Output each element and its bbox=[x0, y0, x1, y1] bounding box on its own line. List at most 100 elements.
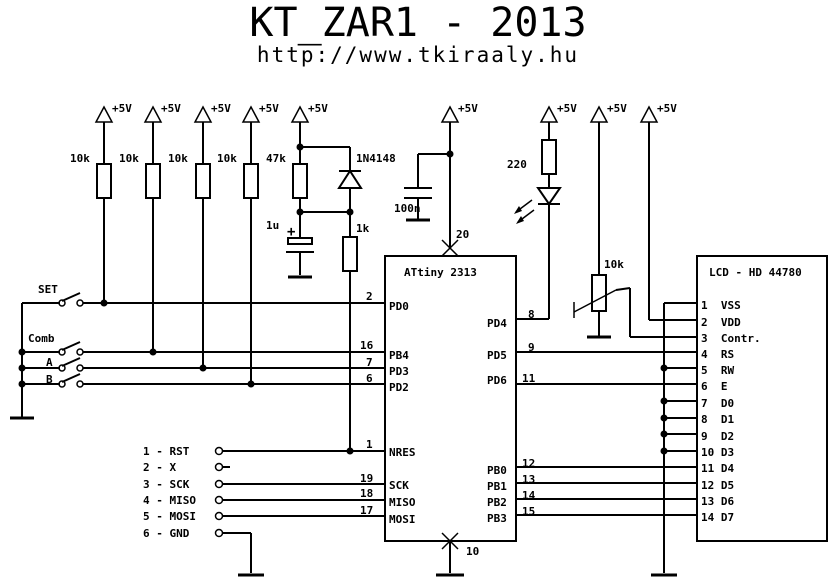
svg-text:11: 11 bbox=[522, 372, 536, 385]
svg-text:2 VDD: 2 VDD bbox=[701, 316, 741, 329]
svg-text:1k: 1k bbox=[356, 222, 370, 235]
lcd-signals bbox=[516, 302, 697, 577]
resistor-220 bbox=[541, 139, 557, 175]
svg-text:20: 20 bbox=[456, 228, 469, 241]
svg-text:PB3: PB3 bbox=[487, 512, 507, 525]
svg-text:7 D0: 7 D0 bbox=[701, 397, 734, 410]
svg-text:10: 10 bbox=[466, 545, 479, 558]
svg-text:MOSI: MOSI bbox=[389, 513, 416, 526]
svg-text:1: 1 bbox=[366, 438, 373, 451]
svg-text:7: 7 bbox=[366, 356, 373, 369]
vcc-a-resistor: +5V bbox=[193, 102, 231, 164]
svg-text:10k: 10k bbox=[70, 152, 90, 165]
vcc-reset: +5V bbox=[290, 102, 328, 164]
svg-text:+5V: +5V bbox=[607, 102, 627, 115]
resistor-reset bbox=[292, 163, 308, 199]
svg-text:MISO: MISO bbox=[389, 496, 416, 509]
svg-text:14: 14 bbox=[522, 489, 536, 502]
svg-text:14 D7: 14 D7 bbox=[701, 511, 734, 524]
vcc-pot: +5V bbox=[589, 102, 627, 275]
svg-text:220: 220 bbox=[507, 158, 527, 171]
svg-text:PB1: PB1 bbox=[487, 480, 507, 493]
pullup-resistors: 10k 10k 10k 10k 47k bbox=[70, 152, 308, 384]
capacitor-1u bbox=[287, 237, 313, 245]
svg-text:+: + bbox=[287, 224, 295, 240]
svg-text:12: 12 bbox=[522, 457, 535, 470]
vcc-led: +5V bbox=[539, 102, 577, 140]
svg-text:PD2: PD2 bbox=[389, 381, 409, 394]
switches: SET Comb A B bbox=[10, 283, 385, 420]
lcd-module: LCD - HD 44780 1 VSS 2 VDD 3 Contr. 4 RS… bbox=[696, 255, 828, 542]
svg-text:2 - X: 2 - X bbox=[143, 461, 176, 474]
svg-text:B: B bbox=[46, 373, 53, 386]
svg-text:17: 17 bbox=[360, 504, 373, 517]
resistor-1k bbox=[342, 236, 358, 272]
svg-text:+5V: +5V bbox=[657, 102, 677, 115]
svg-text:+5V: +5V bbox=[308, 102, 328, 115]
svg-text:10k: 10k bbox=[168, 152, 188, 165]
svg-text:13: 13 bbox=[522, 473, 535, 486]
svg-text:LCD - HD 44780: LCD - HD 44780 bbox=[709, 266, 802, 279]
website-url: http://www.tkiraaly.hu bbox=[257, 43, 579, 67]
svg-text:4 RS: 4 RS bbox=[701, 348, 734, 361]
svg-text:1N4148: 1N4148 bbox=[356, 152, 396, 165]
svg-text:+5V: +5V bbox=[161, 102, 181, 115]
svg-text:1 VSS: 1 VSS bbox=[701, 299, 741, 312]
svg-text:ATtiny 2313: ATtiny 2313 bbox=[404, 266, 477, 279]
svg-text:NRES: NRES bbox=[389, 446, 416, 459]
svg-text:10k: 10k bbox=[119, 152, 139, 165]
vcc-lcd: +5V bbox=[639, 102, 697, 321]
resistor-comb bbox=[145, 163, 161, 199]
svg-text:10k: 10k bbox=[217, 152, 237, 165]
svg-text:16: 16 bbox=[360, 339, 374, 352]
svg-text:PB2: PB2 bbox=[487, 496, 507, 509]
svg-text:5 RW: 5 RW bbox=[701, 364, 734, 377]
resistor-set bbox=[96, 163, 112, 199]
svg-text:Comb: Comb bbox=[28, 332, 55, 345]
supply-symbols: +5V +5V +5V +5V +5V +5V bbox=[94, 102, 697, 321]
svg-text:11 D4: 11 D4 bbox=[701, 462, 734, 475]
svg-text:4 - MISO: 4 - MISO bbox=[143, 494, 196, 507]
svg-text:2: 2 bbox=[366, 290, 373, 303]
led-indicator: 220 bbox=[507, 139, 562, 320]
vcc-b-resistor: +5V bbox=[241, 102, 279, 164]
vcc-comb-resistor: +5V bbox=[143, 102, 181, 164]
svg-text:47k: 47k bbox=[266, 152, 286, 165]
svg-text:6 E: 6 E bbox=[701, 380, 728, 393]
svg-text:PD6: PD6 bbox=[487, 374, 507, 387]
mcu-attiny2313: ATtiny 2313 20 10 2 PD0 16 PB4 7 PD3 6 P… bbox=[360, 228, 536, 577]
vcc-set-resistor: +5V bbox=[94, 102, 132, 164]
svg-text:6: 6 bbox=[366, 372, 373, 385]
svg-text:12 D5: 12 D5 bbox=[701, 479, 734, 492]
svg-text:A: A bbox=[46, 356, 53, 369]
svg-text:+5V: +5V bbox=[557, 102, 577, 115]
svg-text:18: 18 bbox=[360, 487, 373, 500]
svg-text:10k: 10k bbox=[604, 258, 624, 271]
svg-text:PB4: PB4 bbox=[389, 349, 409, 362]
svg-text:1u: 1u bbox=[266, 219, 279, 232]
svg-text:SCK: SCK bbox=[389, 479, 409, 492]
isp-connector: 1 - RST 2 - X 3 - SCK 4 - MISO 5 - MOSI … bbox=[143, 445, 385, 577]
decoupling-cap: 100n bbox=[394, 150, 454, 222]
svg-text:13 D6: 13 D6 bbox=[701, 495, 734, 508]
svg-text:PD0: PD0 bbox=[389, 300, 409, 313]
svg-text:5 - MOSI: 5 - MOSI bbox=[143, 510, 196, 523]
svg-text:PD3: PD3 bbox=[389, 365, 409, 378]
svg-text:+5V: +5V bbox=[112, 102, 132, 115]
svg-text:PD4: PD4 bbox=[487, 317, 507, 330]
svg-text:3 - SCK: 3 - SCK bbox=[143, 478, 190, 491]
schematic-title: KT_ZAR1 - 2013 bbox=[249, 0, 586, 46]
svg-text:1 - RST: 1 - RST bbox=[143, 445, 190, 458]
svg-text:+5V: +5V bbox=[458, 102, 478, 115]
svg-text:8 D1: 8 D1 bbox=[701, 413, 734, 426]
svg-text:8: 8 bbox=[528, 308, 535, 321]
svg-text:10 D3: 10 D3 bbox=[701, 446, 734, 459]
svg-text:+5V: +5V bbox=[259, 102, 279, 115]
svg-text:9 D2: 9 D2 bbox=[701, 430, 734, 443]
svg-text:19: 19 bbox=[360, 472, 373, 485]
vcc-mcu: +5V bbox=[440, 102, 478, 247]
svg-text:6 - GND: 6 - GND bbox=[143, 527, 190, 540]
diode-1n4148 bbox=[337, 169, 363, 189]
svg-text:15: 15 bbox=[522, 505, 535, 518]
